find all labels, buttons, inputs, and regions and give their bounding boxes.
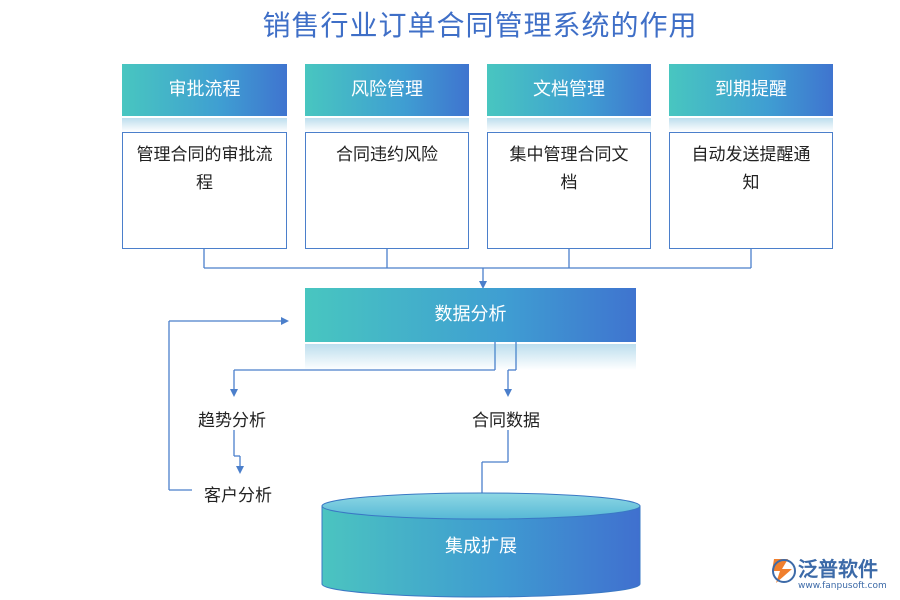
module-box-documents: 集中管理合同文档 bbox=[487, 132, 651, 249]
storage-label: 集成扩展 bbox=[445, 536, 517, 557]
contract-data-label: 合同数据 bbox=[472, 411, 540, 431]
module-header-risk: 风险管理 bbox=[305, 64, 469, 116]
module-desc-reminder: 自动发送提醒通知 bbox=[691, 145, 811, 193]
module-box-approval: 管理合同的审批流程 bbox=[122, 132, 287, 249]
module-header-reminder: 到期提醒 bbox=[669, 64, 833, 116]
module-desc-risk: 合同违约风险 bbox=[336, 145, 438, 165]
data-analysis-header: 数据分析 bbox=[305, 288, 636, 342]
logo-icon bbox=[772, 559, 796, 583]
logo-url: www.fanpusoft.com bbox=[798, 581, 887, 591]
module-header-approval: 审批流程 bbox=[122, 64, 287, 116]
module-header-documents: 文档管理 bbox=[487, 64, 651, 116]
brand-logo: 泛普软件 www.fanpusoft.com bbox=[768, 553, 893, 597]
trend-analysis-label: 趋势分析 bbox=[198, 411, 266, 431]
module-box-risk: 合同违约风险 bbox=[305, 132, 469, 249]
module-desc-approval: 管理合同的审批流程 bbox=[136, 145, 273, 193]
module-header-reflection bbox=[487, 118, 651, 132]
data-analysis-reflection bbox=[305, 344, 636, 370]
module-header-reflection bbox=[305, 118, 469, 132]
module-header-reflection bbox=[669, 118, 833, 132]
module-box-reminder: 自动发送提醒通知 bbox=[669, 132, 833, 249]
customer-analysis-label: 客户分析 bbox=[204, 486, 272, 506]
module-desc-documents: 集中管理合同文档 bbox=[509, 145, 629, 193]
diagram-title: 销售行业订单合同管理系统的作用 bbox=[262, 9, 698, 42]
logo-name: 泛普软件 bbox=[798, 557, 878, 581]
module-header-reflection bbox=[122, 118, 287, 132]
